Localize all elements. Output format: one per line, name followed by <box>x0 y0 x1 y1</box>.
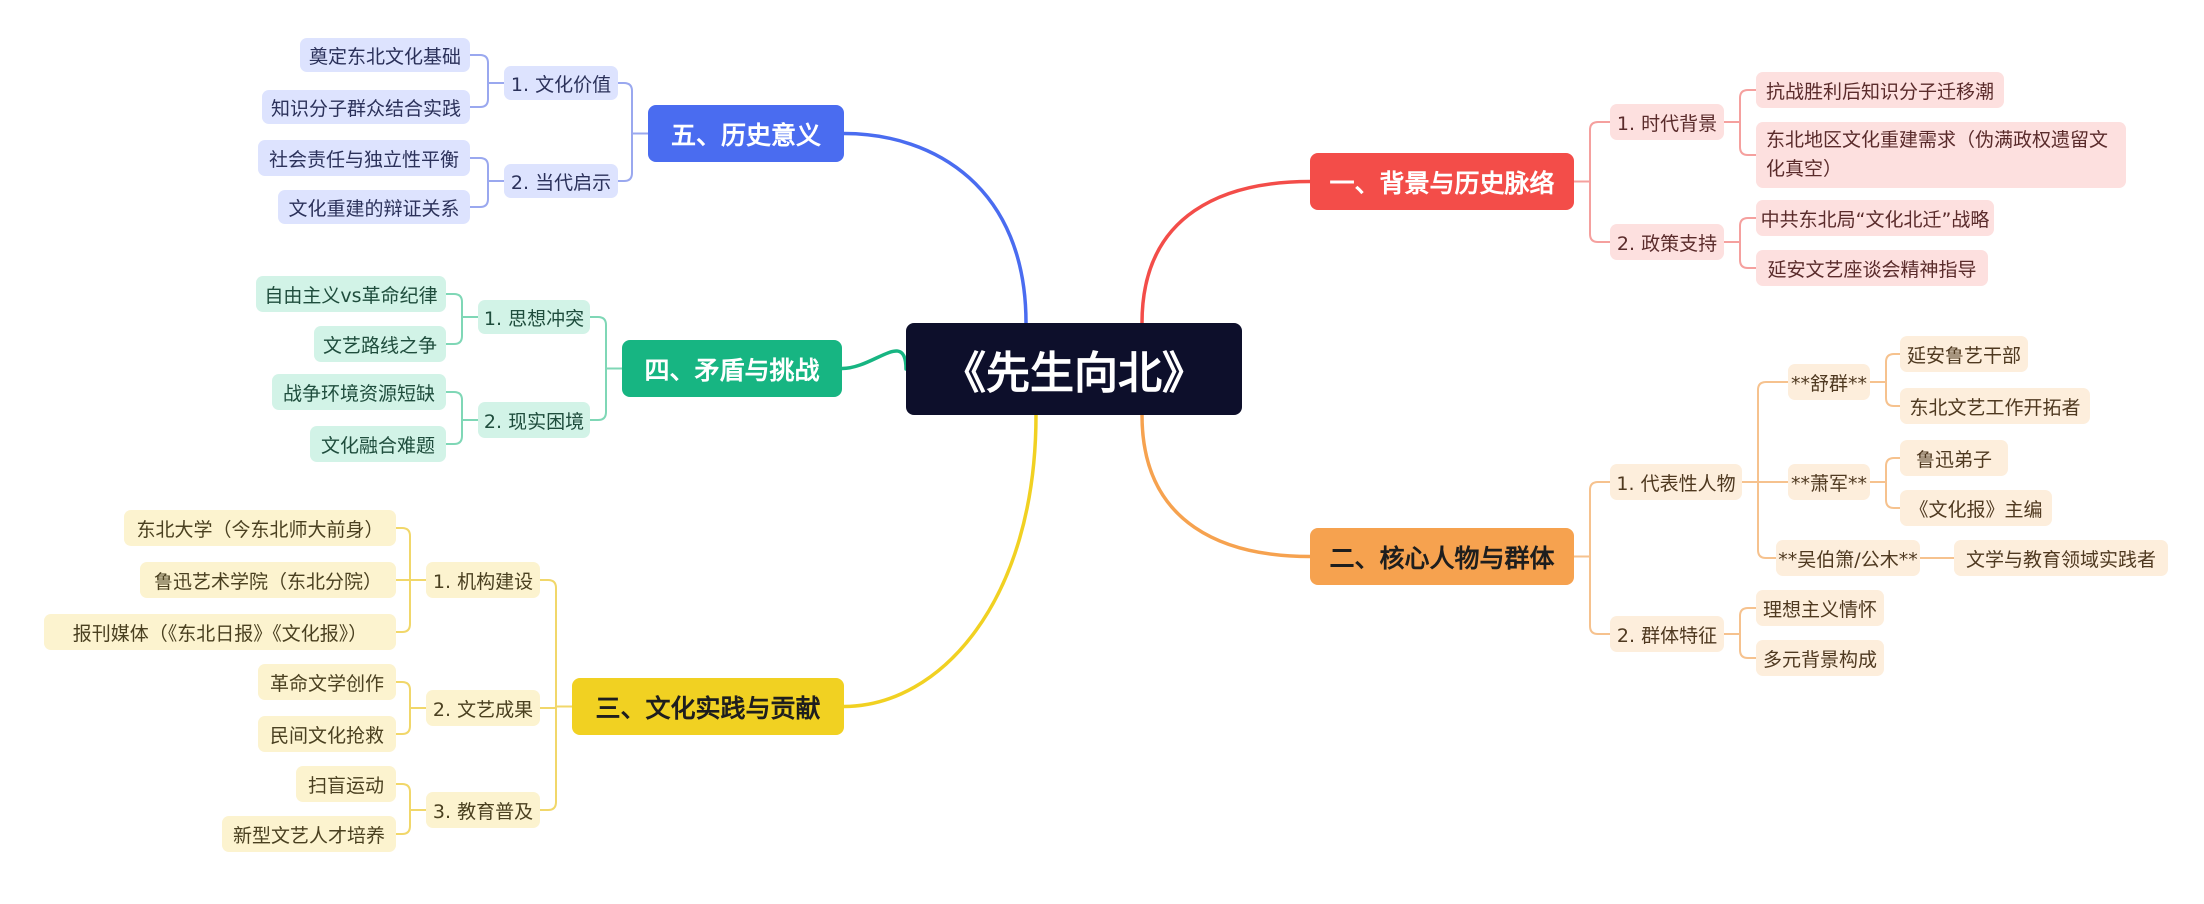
leaf-reconstruction-dialectics[interactable]: 文化重建的辩证关系 <box>278 190 470 224</box>
sub-cultural-value[interactable]: 1. 文化价值 <box>504 66 618 100</box>
link-root-branch-cultural-practice <box>842 413 1038 709</box>
link-leaf-lu-xun-disciple <box>1869 457 1901 483</box>
link-person-wu-boxiao-gongmu <box>1741 481 1777 559</box>
leaf-yanan-forum-guidance[interactable]: 延安文艺座谈会精神指导 <box>1756 250 1988 286</box>
link-leaf-idealism <box>1723 607 1757 635</box>
link-leaf-northeast-pioneer <box>1869 381 1901 407</box>
leaf-literacy-campaign[interactable]: 扫盲运动 <box>296 766 396 802</box>
link-leaf-liberalism-vs-discipline <box>445 293 479 318</box>
leaf-intellectual-migration[interactable]: 抗战胜利后知识分子迁移潮 <box>1756 72 2004 108</box>
link-sub-policy-support <box>1573 180 1611 243</box>
leaf-lu-xun-art-academy[interactable]: 鲁迅艺术学院（东北分院） <box>140 562 396 598</box>
leaf-literary-line-dispute[interactable]: 文艺路线之争 <box>314 326 446 362</box>
link-leaf-diverse-backgrounds <box>1723 633 1757 659</box>
link-sub-group-characteristics <box>1573 555 1611 635</box>
leaf-new-talent-training[interactable]: 新型文艺人才培养 <box>222 816 396 852</box>
link-sub-practical-dilemma <box>589 367 623 421</box>
leaf-wenhuabao-editor[interactable]: 《文化报》主编 <box>1900 490 2052 526</box>
leaf-lu-xun-disciple[interactable]: 鲁迅弟子 <box>1900 440 2008 476</box>
link-root-branch-conflicts-challenges <box>840 349 908 371</box>
leaf-responsibility-independence[interactable]: 社会责任与独立性平衡 <box>258 140 470 176</box>
leaf-intellectuals-masses-practice[interactable]: 知识分子群众结合实践 <box>262 90 470 124</box>
leaf-yanan-luyi-cadre[interactable]: 延安鲁艺干部 <box>1900 336 2028 372</box>
link-sub-contemporary-insight <box>617 132 649 182</box>
link-leaf-northeast-university <box>395 527 427 581</box>
link-leaf-revolutionary-literature <box>395 681 427 709</box>
link-leaf-northeast-culture-foundation <box>469 54 505 84</box>
leaf-cultural-integration[interactable]: 文化融合难题 <box>310 426 446 462</box>
link-leaf-literacy-campaign <box>395 783 427 811</box>
link-sub-institution-building <box>539 579 573 708</box>
person-shu-qun[interactable]: **舒群** <box>1788 364 1870 400</box>
branch-conflicts-challenges[interactable]: 四、矛盾与挑战 <box>622 340 842 397</box>
link-leaf-cultural-vacuum-needs <box>1723 121 1757 156</box>
leaf-revolutionary-literature[interactable]: 革命文学创作 <box>258 664 396 700</box>
link-root-branch-background-history <box>1140 179 1312 325</box>
root-topic[interactable]: 《先生向北》 <box>906 323 1242 415</box>
link-leaf-wenhuabao-editor <box>1869 481 1901 509</box>
link-leaf-intellectual-migration <box>1723 89 1757 123</box>
leaf-cultural-northward-strategy[interactable]: 中共东北局“文化北迁”战略 <box>1756 200 1994 236</box>
leaf-northeast-pioneer[interactable]: 东北文艺工作开拓者 <box>1900 388 2090 424</box>
link-sub-ideological-conflict <box>589 316 623 370</box>
link-root-branch-historical-significance <box>842 131 1028 325</box>
link-leaf-newspapers-media <box>395 579 427 633</box>
sub-literary-achievements[interactable]: 2. 文艺成果 <box>426 690 540 726</box>
sub-group-characteristics[interactable]: 2. 群体特征 <box>1610 616 1724 652</box>
link-leaf-resource-shortage <box>445 391 479 421</box>
leaf-northeast-culture-foundation[interactable]: 奠定东北文化基础 <box>300 38 470 72</box>
link-leaf-literary-line-dispute <box>445 316 479 345</box>
link-leaf-yanan-luyi-cadre <box>1869 353 1901 383</box>
link-leaf-cultural-integration <box>445 419 479 445</box>
branch-core-figures[interactable]: 二、核心人物与群体 <box>1310 528 1574 585</box>
sub-ideological-conflict[interactable]: 1. 思想冲突 <box>478 300 590 334</box>
link-leaf-yanan-forum-guidance <box>1723 241 1757 269</box>
leaf-folk-culture-rescue[interactable]: 民间文化抢救 <box>258 716 396 752</box>
link-leaf-folk-culture-rescue <box>395 707 427 735</box>
leaf-literature-education-practitioner[interactable]: 文学与教育领域实践者 <box>1954 540 2168 576</box>
link-sub-representative-figures <box>1573 481 1611 558</box>
sub-practical-dilemma[interactable]: 2. 现实困境 <box>478 402 590 438</box>
link-leaf-new-talent-training <box>395 809 427 835</box>
sub-contemporary-insight[interactable]: 2. 当代启示 <box>504 164 618 198</box>
sub-institution-building[interactable]: 1. 机构建设 <box>426 562 540 598</box>
branch-cultural-practice[interactable]: 三、文化实践与贡献 <box>572 678 844 735</box>
branch-background-history[interactable]: 一、背景与历史脉络 <box>1310 153 1574 210</box>
link-sub-education-popularization <box>539 705 573 811</box>
sub-policy-support[interactable]: 2. 政策支持 <box>1610 224 1724 260</box>
person-xiao-jun[interactable]: **萧军** <box>1788 464 1870 500</box>
sub-era-background[interactable]: 1. 时代背景 <box>1610 104 1724 140</box>
link-leaf-responsibility-independence <box>469 157 505 182</box>
link-root-branch-core-figures <box>1140 413 1312 559</box>
link-sub-era-background <box>1573 121 1611 183</box>
leaf-resource-shortage[interactable]: 战争环境资源短缺 <box>272 374 446 410</box>
leaf-liberalism-vs-discipline[interactable]: 自由主义vs革命纪律 <box>256 276 446 312</box>
sub-representative-figures[interactable]: 1. 代表性人物 <box>1610 464 1742 500</box>
link-person-shu-qun <box>1741 381 1789 483</box>
link-leaf-intellectuals-masses-practice <box>469 82 505 108</box>
link-leaf-reconstruction-dialectics <box>469 180 505 208</box>
leaf-northeast-university[interactable]: 东北大学（今东北师大前身） <box>124 510 396 546</box>
leaf-idealism[interactable]: 理想主义情怀 <box>1756 590 1884 626</box>
leaf-cultural-vacuum-needs[interactable]: 东北地区文化重建需求（伪满政权遗留文化真空） <box>1756 122 2126 188</box>
person-wu-boxiao-gongmu[interactable]: **吴伯箫/公木** <box>1776 540 1920 576</box>
link-leaf-cultural-northward-strategy <box>1723 217 1757 243</box>
sub-education-popularization[interactable]: 3. 教育普及 <box>426 792 540 828</box>
link-sub-cultural-value <box>617 82 649 135</box>
leaf-diverse-backgrounds[interactable]: 多元背景构成 <box>1756 640 1884 676</box>
leaf-newspapers-media[interactable]: 报刊媒体（《东北日报》《文化报》） <box>44 614 396 650</box>
branch-historical-significance[interactable]: 五、历史意义 <box>648 105 844 162</box>
